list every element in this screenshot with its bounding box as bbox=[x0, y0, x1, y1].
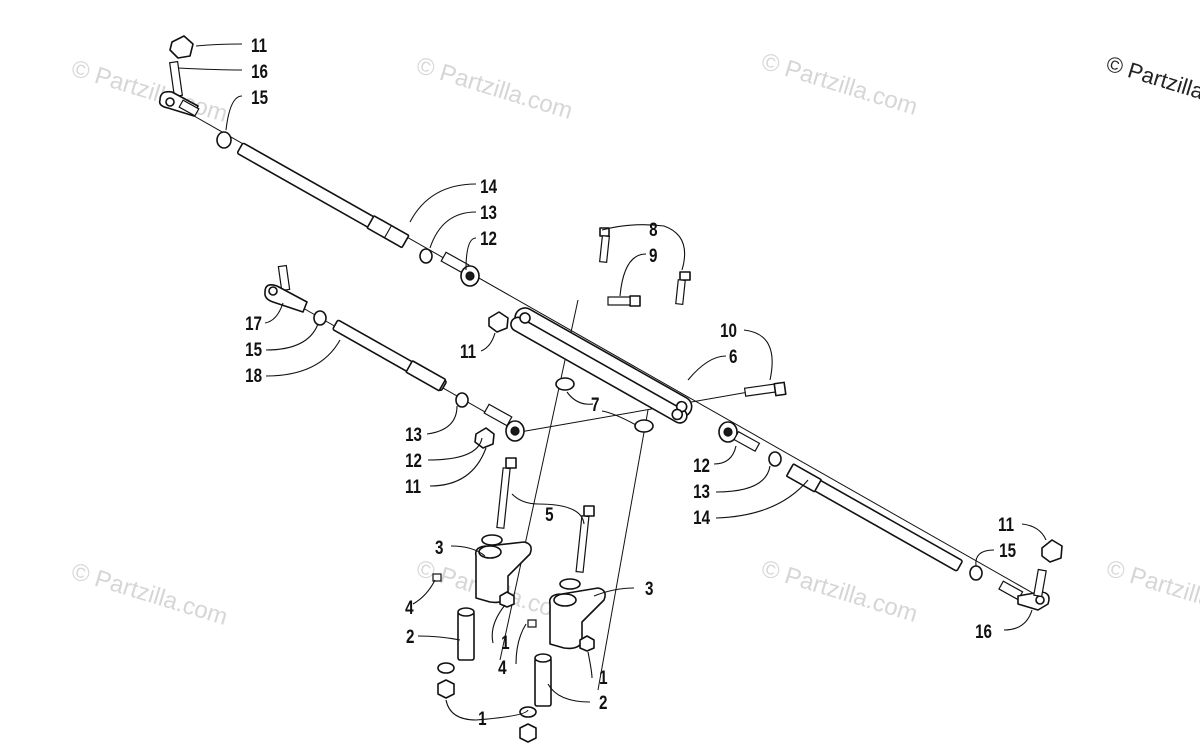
callout-11: 11 bbox=[460, 340, 476, 362]
callout-11: 11 bbox=[998, 513, 1014, 535]
callout-16: 16 bbox=[975, 620, 992, 642]
callout-13: 13 bbox=[405, 423, 422, 445]
callout-1: 1 bbox=[599, 666, 608, 688]
copyright-notice: © Partzilla.com bbox=[1104, 51, 1200, 118]
adjuster-nut-lower-left bbox=[455, 392, 525, 449]
leader-lines bbox=[177, 43, 1047, 721]
callout-3: 3 bbox=[645, 577, 653, 599]
tie-rod-right bbox=[786, 463, 963, 572]
pivot-arm-left bbox=[432, 457, 532, 699]
callout-8: 8 bbox=[649, 218, 658, 240]
watermark: © Partzilla.com bbox=[1103, 555, 1200, 628]
rod-end-lower-left bbox=[264, 264, 327, 326]
watermark: © Partzilla.com bbox=[758, 48, 921, 121]
callout-15: 15 bbox=[999, 539, 1016, 561]
callout-17: 17 bbox=[245, 312, 262, 334]
callout-10: 10 bbox=[720, 319, 737, 341]
bushing-right bbox=[634, 419, 654, 433]
watermark-group: © Partzilla.com © Partzilla.com © Partzi… bbox=[68, 48, 1200, 631]
callout-7: 7 bbox=[591, 393, 599, 415]
rod-end-right bbox=[969, 539, 1063, 611]
nut-center-left bbox=[488, 311, 509, 333]
callout-12: 12 bbox=[480, 227, 497, 249]
callout-4: 4 bbox=[498, 656, 507, 678]
callout-9: 9 bbox=[649, 244, 657, 266]
callout-2: 2 bbox=[599, 691, 607, 713]
watermark: © Partzilla.com bbox=[758, 555, 921, 628]
callout-11: 11 bbox=[405, 475, 421, 497]
watermark: © Partzilla.com bbox=[68, 55, 231, 128]
callout-12: 12 bbox=[405, 449, 422, 471]
callout-14: 14 bbox=[480, 175, 497, 197]
center-link-bar bbox=[510, 307, 693, 424]
callout-16: 16 bbox=[251, 60, 268, 82]
callout-14: 14 bbox=[693, 506, 710, 528]
rod-end-upper-left bbox=[158, 35, 232, 149]
adjuster-nut-right bbox=[718, 421, 782, 467]
callout-12: 12 bbox=[693, 454, 710, 476]
callout-15: 15 bbox=[251, 86, 268, 108]
callout-5: 5 bbox=[545, 503, 554, 525]
tie-rod-lower-left bbox=[332, 319, 447, 392]
callout-2: 2 bbox=[406, 625, 414, 647]
callout-15: 15 bbox=[245, 338, 262, 360]
bolts-center bbox=[598, 227, 787, 397]
adjuster-nut-upper bbox=[419, 248, 480, 287]
callout-6: 6 bbox=[729, 345, 737, 367]
tie-rod-upper-left bbox=[236, 142, 410, 249]
callout-13: 13 bbox=[480, 201, 497, 223]
callout-1: 1 bbox=[478, 707, 487, 729]
callout-11: 11 bbox=[251, 34, 267, 56]
callout-18: 18 bbox=[245, 364, 262, 386]
callout-13: 13 bbox=[693, 480, 710, 502]
bushing-left bbox=[555, 377, 575, 391]
pivot-arm-right bbox=[519, 505, 606, 743]
watermark: © Partzilla.com bbox=[413, 52, 576, 125]
watermark: © Partzilla.com bbox=[68, 558, 231, 631]
callout-1: 1 bbox=[501, 631, 510, 653]
callout-4: 4 bbox=[405, 596, 414, 618]
callout-3: 3 bbox=[435, 536, 443, 558]
callout-labels: 11 16 15 14 13 12 8 9 11 17 15 18 10 6 7… bbox=[245, 34, 1016, 729]
